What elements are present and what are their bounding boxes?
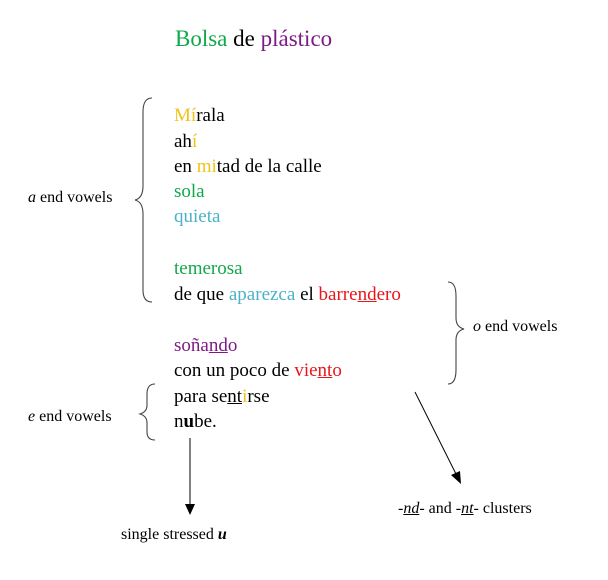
poem-line-8: soñando: [174, 335, 237, 357]
viento-nt-cluster: nt: [317, 360, 333, 381]
poem-line-3: en mitad de la calle: [174, 156, 322, 178]
a-vowels-brace: [134, 97, 153, 303]
poem-line-7: de que aparezca el barrendero: [174, 284, 401, 306]
sentirse-nt-cluster: nt: [227, 386, 243, 407]
nube-part2: be.: [194, 411, 217, 432]
el-word: el: [295, 284, 319, 305]
clusters-label: -nd- and -nt- clusters: [398, 500, 532, 518]
poem-line-10: para sentirse: [174, 386, 270, 408]
barrendero-nd-cluster: nd: [357, 284, 377, 305]
de-que: de que: [174, 284, 229, 305]
nube-stressed-u: u: [183, 411, 195, 432]
a-letter: a: [28, 189, 36, 206]
sonando-nd-cluster: nd: [208, 335, 228, 356]
single-u-arrowhead: [185, 504, 195, 515]
e-letter: e: [28, 408, 36, 425]
e-vowels-brace: [138, 383, 156, 441]
poem-line-1: Mírala: [174, 105, 225, 127]
clusters-dash-1: -: [398, 500, 404, 517]
poem-line-6: temerosa: [174, 258, 243, 279]
mirala-rest: rala: [196, 105, 225, 126]
a-end-vowels-label: a end vowels: [28, 189, 112, 207]
nt-cluster-example: nt: [461, 500, 474, 517]
title-word-plastico: plástico: [260, 26, 333, 51]
poem-line-11: nube.: [174, 411, 217, 433]
clusters-dash-3: - clusters: [473, 500, 532, 517]
o-letter: o: [473, 318, 481, 335]
a-label-text: end vowels: [36, 189, 113, 206]
poem-line-5: quieta: [174, 206, 221, 227]
ahi-stressed: í: [191, 131, 198, 152]
sentirse-part2: rse: [247, 386, 270, 407]
sonando-part1: soña: [174, 335, 209, 356]
e-end-vowels-label: e end vowels: [28, 408, 112, 426]
viento-part1: vie: [294, 360, 318, 381]
o-label-text: end vowels: [481, 318, 558, 335]
barrendero-part1: barre: [318, 284, 358, 305]
sentirse-part1: para se: [174, 386, 228, 407]
aparezca-word: aparezca: [228, 284, 296, 305]
title-word-bolsa: Bolsa: [175, 26, 228, 51]
en-word: en: [174, 156, 197, 177]
clusters-arrow: [414, 391, 457, 475]
o-vowels-brace: [447, 281, 465, 385]
mirala-stressed: Mí: [174, 105, 197, 126]
poem-line-9: con un poco de viento: [174, 360, 342, 382]
clusters-arrowhead: [451, 471, 461, 484]
sentirse-stressed-i: i: [242, 386, 248, 407]
single-u-letter: u: [217, 526, 227, 543]
mitad-rest: tad de la calle: [216, 156, 322, 177]
e-label-text: end vowels: [35, 408, 112, 425]
barrendero-part2: ero: [376, 284, 401, 305]
single-u-text: single stressed: [121, 526, 218, 543]
ahi-rest: ah: [174, 131, 192, 152]
mitad-stressed: mi: [196, 156, 217, 177]
nd-cluster-example: nd: [403, 500, 420, 517]
con-un-poco-de: con un poco de: [174, 360, 295, 381]
sonando-part2: o: [227, 335, 238, 356]
poem-line-4: sola: [174, 181, 205, 202]
title-word-de: de: [227, 26, 261, 51]
o-end-vowels-label: o end vowels: [473, 318, 557, 336]
poem-line-2: ahí: [174, 131, 197, 153]
poem-title: Bolsa de plástico: [175, 26, 332, 52]
viento-part2: o: [332, 360, 342, 381]
nube-part1: n: [174, 411, 184, 432]
clusters-dash-2: - and -: [419, 500, 462, 517]
single-stressed-u-label: single stressed u: [121, 526, 227, 544]
